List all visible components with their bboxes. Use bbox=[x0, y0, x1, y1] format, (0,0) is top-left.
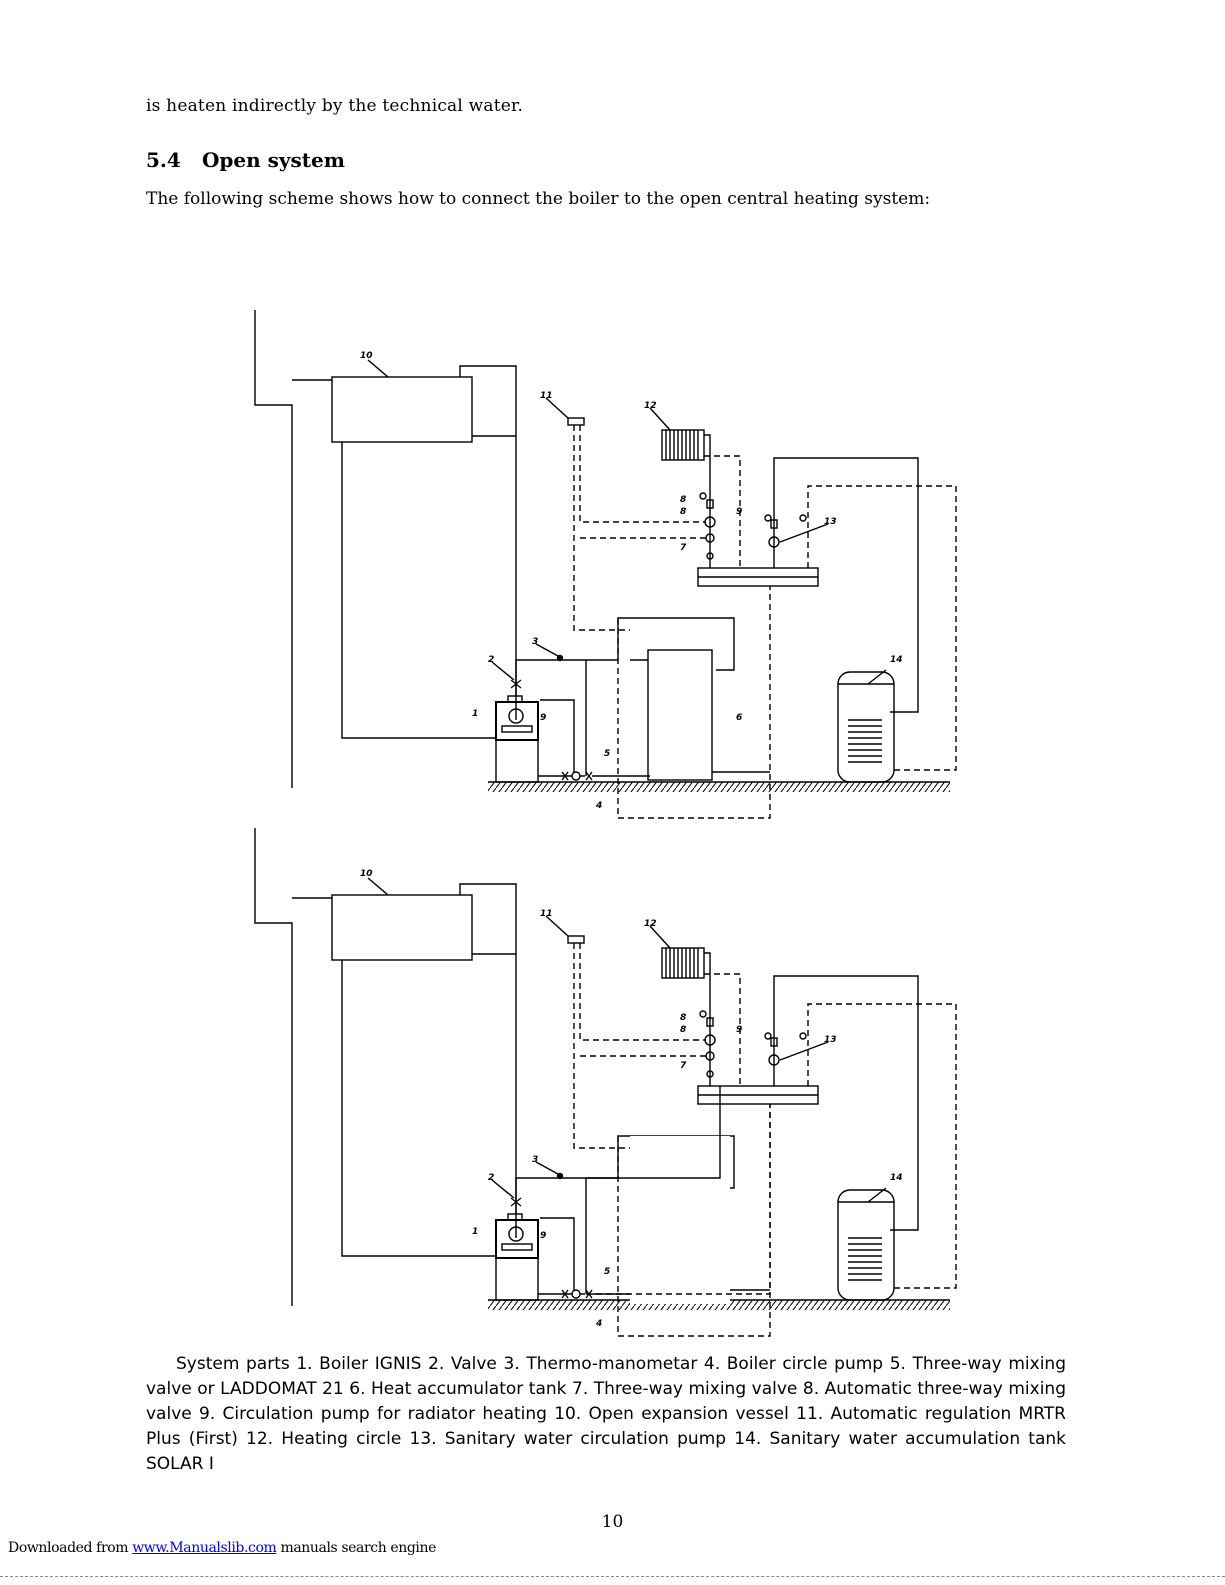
heating-scheme-diagram: 10 11 12 8 8 9 7 13 3 2 1 9 5 4 6 14 10 … bbox=[254, 309, 957, 1337]
label-7-lower: 7 bbox=[680, 1061, 687, 1071]
section-number: 5.4 bbox=[146, 148, 181, 172]
page-number: 10 bbox=[601, 1512, 624, 1532]
label-1-lower: 1 bbox=[472, 1227, 478, 1237]
label-8a-lower: 8 bbox=[680, 1013, 686, 1023]
label-10-lower: 10 bbox=[360, 869, 373, 879]
label-7: 7 bbox=[680, 543, 687, 553]
lower-scheme: 10 11 12 8 8 9 7 13 3 2 1 9 5 4 14 bbox=[254, 827, 957, 1337]
label-3: 3 bbox=[532, 637, 538, 647]
download-footer: Downloaded from www.Manualslib.com manua… bbox=[8, 1540, 436, 1556]
label-6: 6 bbox=[736, 713, 742, 723]
label-8a: 8 bbox=[680, 495, 686, 505]
lead-text: The following scheme shows how to connec… bbox=[146, 189, 931, 209]
footer-prefix: Downloaded from bbox=[8, 1540, 133, 1556]
label-4-lower: 4 bbox=[595, 1319, 602, 1329]
upper-scheme: 10 11 12 8 8 9 7 13 3 2 1 9 5 4 6 14 bbox=[254, 309, 957, 819]
label-9-lower: 9 bbox=[736, 1025, 742, 1035]
label-14: 14 bbox=[890, 655, 903, 665]
section-heading: 5.4 Open system bbox=[146, 148, 345, 172]
label-5: 5 bbox=[604, 749, 610, 759]
label-8b: 8 bbox=[680, 507, 686, 517]
label-5-lower: 5 bbox=[604, 1267, 610, 1277]
label-12-lower: 12 bbox=[644, 919, 657, 929]
label-13-lower: 13 bbox=[824, 1035, 837, 1045]
manualslib-link[interactable]: www.Manualslib.com bbox=[132, 1540, 277, 1556]
label-14-lower: 14 bbox=[890, 1173, 903, 1183]
label-8b-lower: 8 bbox=[680, 1025, 686, 1035]
label-11: 11 bbox=[540, 391, 553, 401]
section-title: Open system bbox=[202, 148, 345, 172]
label-1: 1 bbox=[472, 709, 478, 719]
label-2-lower: 2 bbox=[488, 1173, 494, 1183]
label-12: 12 bbox=[644, 401, 657, 411]
label-2: 2 bbox=[488, 655, 494, 665]
footer-suffix: manuals search engine bbox=[276, 1540, 437, 1556]
label-11-lower: 11 bbox=[540, 909, 553, 919]
footer-divider bbox=[0, 1576, 1225, 1577]
label-4: 4 bbox=[595, 801, 602, 811]
label-9-boiler-lower: 9 bbox=[540, 1231, 546, 1241]
system-parts-caption: System parts 1. Boiler IGNIS 2. Valve 3.… bbox=[146, 1354, 1066, 1474]
label-3-lower: 3 bbox=[532, 1155, 538, 1165]
label-13: 13 bbox=[824, 517, 837, 527]
label-9-boiler: 9 bbox=[540, 713, 546, 723]
label-9: 9 bbox=[736, 507, 742, 517]
intro-text: is heaten indirectly by the technical wa… bbox=[146, 96, 524, 116]
label-10: 10 bbox=[360, 351, 373, 361]
